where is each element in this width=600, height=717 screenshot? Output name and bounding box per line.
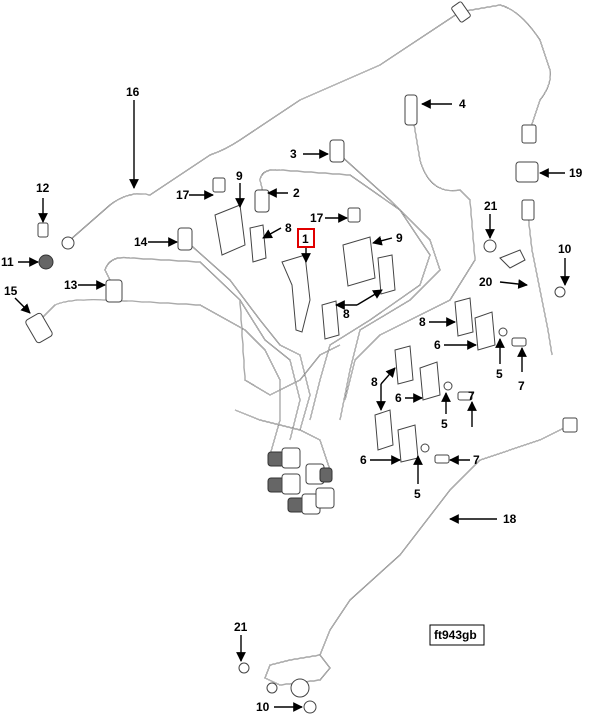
callout-11: 11 (1, 255, 14, 269)
loop-clamp (290, 678, 310, 698)
callout-1: 1 (302, 232, 309, 246)
callout-5-middle: 5 (441, 417, 448, 431)
fitting-14 (177, 227, 193, 251)
bracket-1 (281, 254, 311, 333)
clamp-8a (249, 224, 267, 263)
bolt-7c (434, 454, 450, 464)
callout-5-lower: 5 (414, 487, 421, 501)
callout-4: 4 (459, 97, 466, 111)
callout-14: 14 (134, 235, 148, 249)
callout-9-left: 9 (236, 169, 243, 183)
fitting-12 (61, 236, 75, 250)
fitting-top (451, 1, 471, 23)
washer-lower (266, 682, 278, 694)
callout-15: 15 (4, 284, 18, 298)
callout-19: 19 (569, 166, 583, 180)
figure-id: ft943gb (434, 628, 477, 642)
bracket-6b (419, 361, 441, 401)
callout-3: 3 (290, 147, 297, 161)
clamp-8f (374, 409, 394, 451)
bracket-9b (342, 236, 376, 287)
brackets (214, 204, 527, 464)
callout-6-middle: 6 (395, 391, 402, 405)
fitting-20-top (521, 199, 535, 221)
bracket-6a (474, 311, 496, 351)
clamp-8e (394, 345, 414, 385)
bolt-17b (347, 207, 361, 223)
callout-18: 18 (503, 512, 517, 526)
bolt-7b (457, 391, 473, 401)
callout-21-upper: 21 (484, 199, 498, 213)
callout-10-lower: 10 (256, 700, 270, 714)
callout-8-lower: 8 (371, 375, 378, 389)
callout-21-lower: 21 (234, 620, 248, 634)
callout-7-lower: 7 (473, 453, 480, 467)
callout-2: 2 (293, 186, 300, 200)
clamp-8c (321, 300, 340, 340)
bolt-10-upper (554, 286, 566, 298)
bolt-7a (511, 337, 527, 347)
bracket-9a (214, 204, 246, 256)
figure-id-box: ft943gb (429, 624, 485, 646)
fitting-15 (25, 312, 53, 344)
leaders (14, 99, 570, 712)
fitting-2 (254, 189, 270, 213)
fitting-18-top (562, 417, 578, 433)
fitting-13 (105, 279, 123, 303)
callout-16: 16 (126, 85, 140, 99)
callout-labels: 4 3 19 16 12 2 17 9 21 10 11 14 17 8 1 9… (1, 85, 583, 714)
washer-21-upper (483, 239, 497, 253)
callout-7-right: 7 (518, 379, 525, 393)
bracket-6c (397, 424, 419, 463)
callout-10-upper: 10 (558, 242, 572, 256)
callout-12: 12 (36, 181, 50, 195)
callout-6-lower: 6 (360, 453, 367, 467)
callout-20: 20 (479, 275, 493, 289)
nut-a (281, 447, 301, 469)
clamp-8b (377, 254, 396, 295)
washer-21-lower (238, 662, 250, 674)
nut-e (315, 487, 335, 509)
clamp-8d (454, 297, 474, 337)
injector-fittings (267, 447, 335, 515)
washer-5b (443, 381, 453, 391)
callout-13: 13 (64, 278, 78, 292)
callout-17-left: 17 (176, 188, 190, 202)
callout-8-middle: 8 (343, 307, 350, 321)
nut-b (281, 473, 301, 495)
fitting-19 (515, 161, 539, 183)
fuel-lines (39, 4, 571, 686)
callout-6-right: 6 (434, 338, 441, 352)
fittings (25, 1, 578, 714)
washer-5c (420, 443, 430, 453)
clip-20 (499, 249, 526, 269)
bolt-12 (37, 222, 49, 238)
fitting-19-upper (521, 124, 537, 144)
callout-8-right: 8 (419, 315, 426, 329)
nozzle-d (319, 467, 333, 483)
callout-17-right: 17 (310, 211, 324, 225)
callout-8-upper: 8 (285, 221, 292, 235)
connector-11 (38, 254, 54, 270)
callout-5-right: 5 (496, 367, 503, 381)
callout-7-middle: 7 (468, 389, 475, 403)
callout-9-right: 9 (396, 231, 403, 245)
bolt-10-lower (303, 700, 317, 714)
fitting-3 (329, 139, 345, 163)
washer-5a (498, 327, 508, 337)
fitting-4 (404, 94, 418, 126)
bolt-17a (212, 177, 226, 193)
callout-1-highlight (297, 228, 315, 248)
